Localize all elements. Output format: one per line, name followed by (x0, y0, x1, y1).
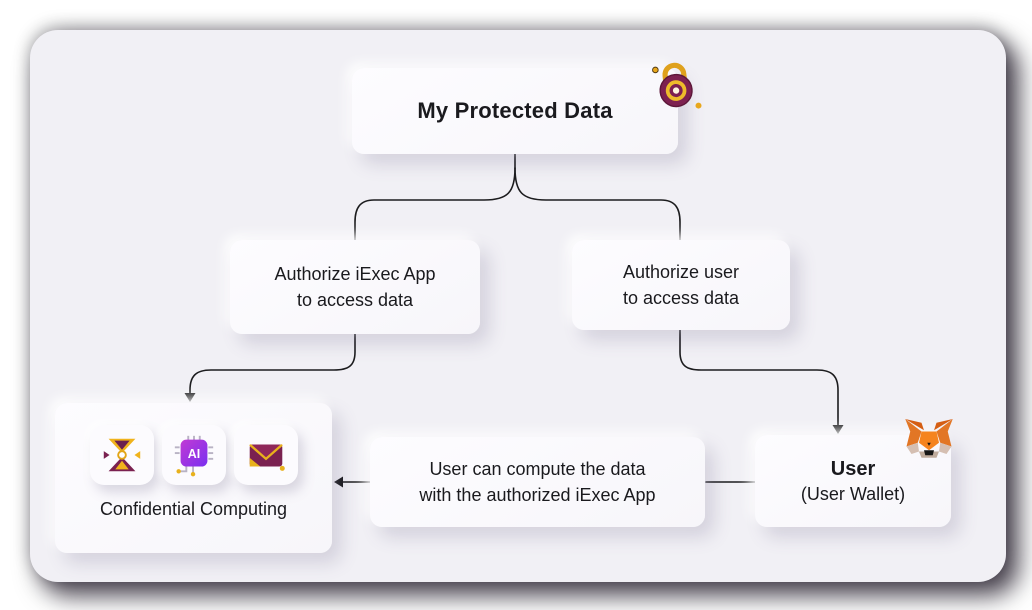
confidential-icon-tiles: AI (89, 425, 298, 485)
metamask-fox-icon (904, 416, 954, 462)
protected-data-label: My Protected Data (417, 98, 613, 123)
node-authorize-user: Authorize user to access data (572, 240, 790, 330)
authorize-app-line1: Authorize iExec App (274, 264, 436, 284)
envelope-icon (249, 444, 285, 471)
iexec-hourglass-icon (103, 438, 140, 472)
node-confidential-computing: AI Confidential Computing (55, 403, 332, 553)
authorize-user-line2: to access data (622, 288, 740, 308)
compute-line2: with the authorized iExec App (419, 485, 656, 505)
user-wallet-label: (User Wallet) (800, 484, 906, 504)
envelope-tile (233, 425, 298, 485)
ai-chip-icon: AI (174, 435, 213, 477)
padlock-icon (646, 54, 706, 114)
user-label: User (830, 458, 876, 480)
node-authorize-app: Authorize iExec App to access data (230, 240, 480, 334)
confidential-computing-label: Confidential Computing (99, 499, 288, 519)
authorize-app-line2: to access data (296, 290, 414, 310)
iexec-hourglass-tile (89, 425, 154, 485)
ai-chip-label: AI (187, 447, 199, 461)
authorize-user-line1: Authorize user (622, 262, 740, 282)
ai-chip-tile: AI (161, 425, 226, 485)
node-compute: User can compute the data with the autho… (370, 437, 705, 527)
compute-line1: User can compute the data (429, 459, 646, 479)
node-protected-data: My Protected Data (352, 68, 678, 154)
